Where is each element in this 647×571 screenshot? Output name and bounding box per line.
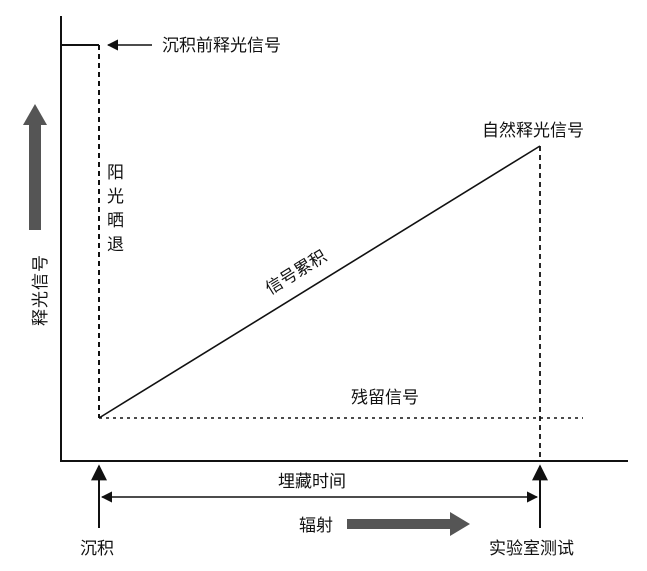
bleaching-char: 阳 [107, 163, 124, 183]
signal-accumulation-label: 信号累积 [262, 247, 330, 300]
deposition-label: 沉积 [80, 539, 114, 559]
pre-deposition-signal-label: 沉积前释光信号 [162, 36, 281, 56]
y-axis-char: 号 [31, 255, 51, 272]
y-axis-char: 释 [31, 309, 51, 326]
bleaching-char: 退 [107, 235, 124, 255]
burial-time-label: 埋藏时间 [278, 472, 346, 492]
y-axis-char: 光 [31, 291, 51, 308]
thick-up-arrow-icon [23, 104, 47, 230]
bleaching-char: 晒 [107, 211, 124, 231]
lab-test-label: 实验室测试 [489, 539, 574, 559]
bleaching-char: 光 [107, 187, 124, 207]
y-axis-label: 释 光 信 号 [31, 255, 51, 326]
residual-signal-label: 残留信号 [351, 388, 419, 408]
signal-accumulation-line [98, 145, 541, 419]
y-axis-char: 信 [31, 273, 51, 290]
thick-right-arrow-icon [347, 512, 470, 536]
bleaching-label: 阳 光 晒 退 [107, 163, 124, 255]
radiation-label: 辐射 [299, 516, 333, 536]
natural-signal-label: 自然释光信号 [482, 121, 584, 141]
